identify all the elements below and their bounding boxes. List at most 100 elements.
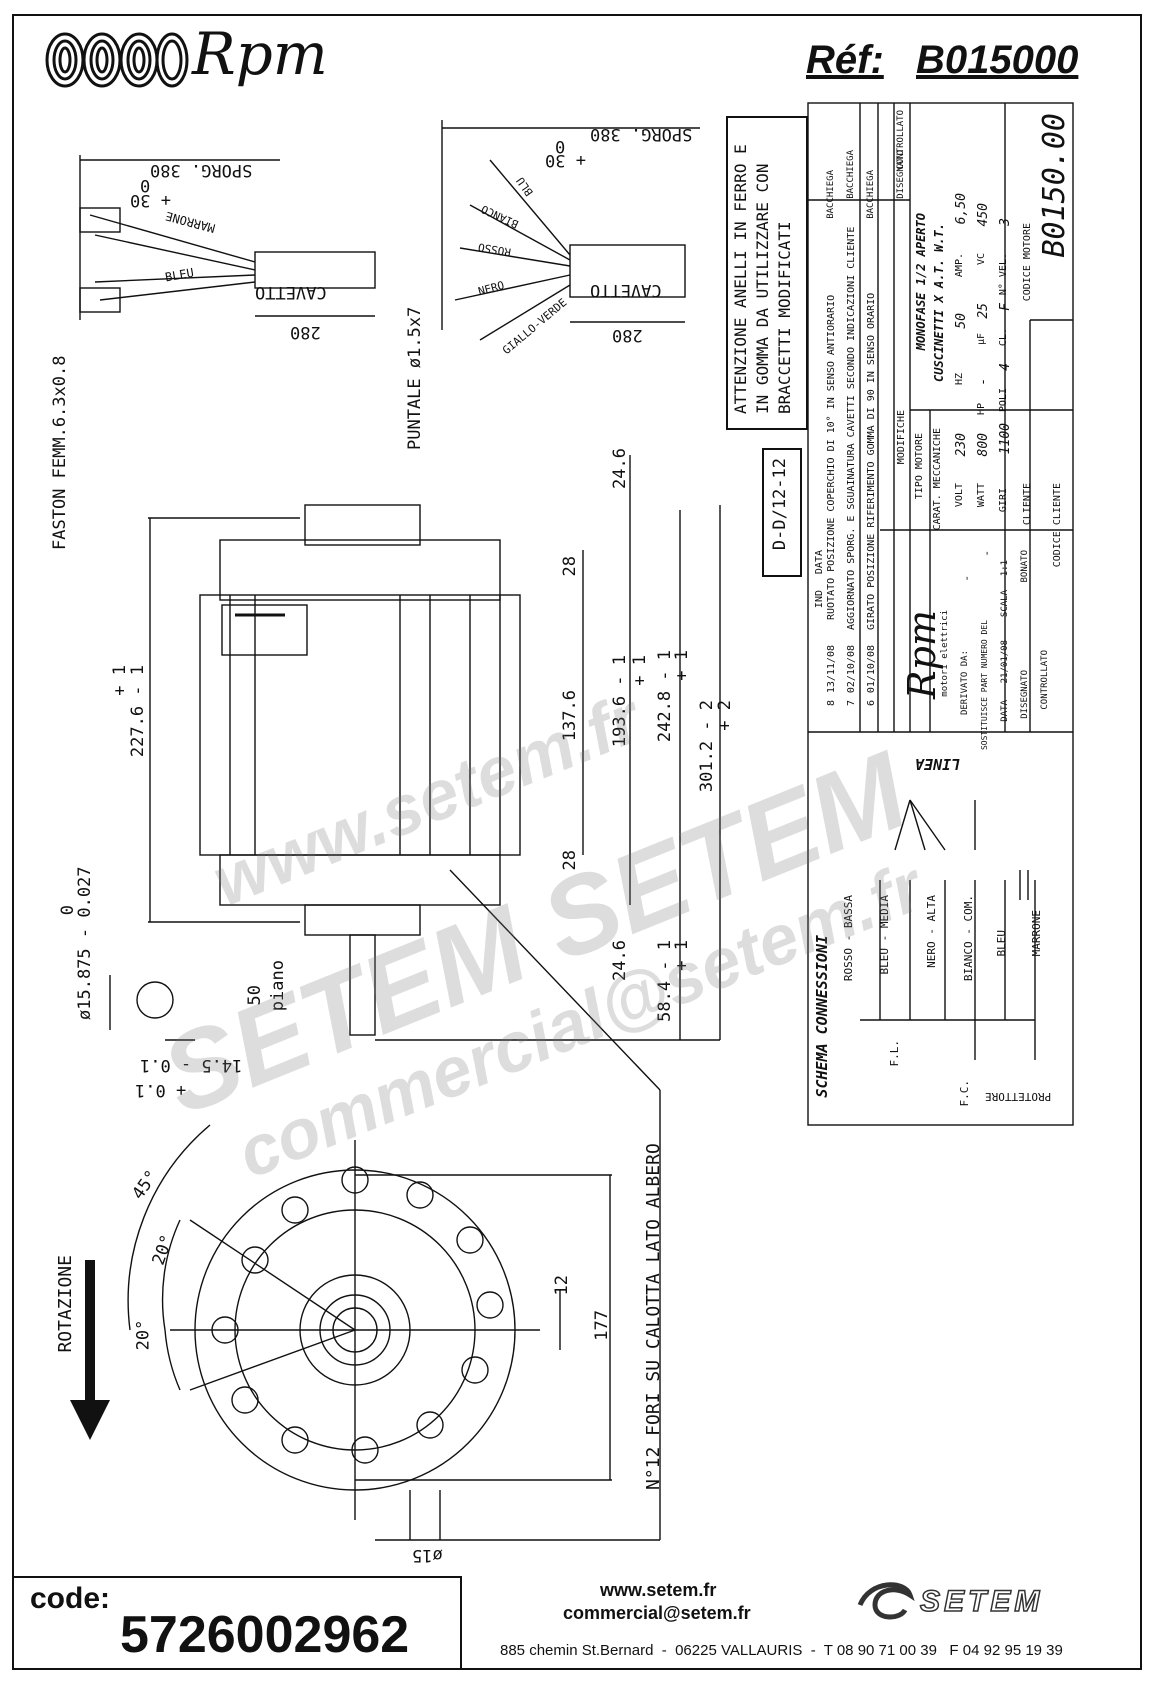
rev-date: 01/10/08 xyxy=(866,645,877,694)
rev-by: BACCHIEGA xyxy=(826,170,836,219)
dim-177: 177 xyxy=(592,1310,612,1341)
dim-227-6: 227.6 - 1 xyxy=(128,665,148,758)
data-label: DATA xyxy=(1000,700,1010,722)
tipo-motore: MONOFASE 1/2 APERTO xyxy=(914,213,928,351)
code-box xyxy=(12,1576,462,1670)
disegnato-value: BONATO xyxy=(1020,550,1030,583)
data-value: 21/01/08 xyxy=(1000,640,1010,684)
vc-value: 450 xyxy=(976,203,991,227)
rpm-logo-text: Rpm xyxy=(192,20,328,88)
schema-fc: F.C. xyxy=(958,1080,971,1107)
rev-desc: RUOTATO POSIZIONE COPERCHIO DI 10° IN SE… xyxy=(826,294,837,620)
rev-ind: 7 xyxy=(846,700,857,707)
rev-by: BACCHIEGA xyxy=(866,170,876,219)
schema-fl: F.L. xyxy=(888,1040,901,1067)
ref-value: B015000 xyxy=(916,38,1079,82)
setem-brand: SETEM xyxy=(919,1584,1044,1619)
dim-242-8-tol: + 1 xyxy=(672,650,692,681)
right-sporg-label: SPORG. 380 xyxy=(590,124,693,144)
shaft-diameter: ø15.875 - 0.027 xyxy=(75,866,95,1020)
warning-text: ATTENZIONE ANELLI IN FERRO E IN GOMMA DA… xyxy=(731,144,794,414)
watt-label: WATT xyxy=(976,483,987,508)
volt-value: 230 xyxy=(954,433,969,457)
dim-301-2-tol: + 2 xyxy=(715,700,735,731)
rotazione-label: ROTAZIONE xyxy=(55,1255,76,1353)
vel-value: 3 xyxy=(998,218,1013,226)
left-cavetto-label: CAVETTO xyxy=(255,282,327,302)
amp-value: 6,50 xyxy=(954,193,969,225)
dim-24-6-top: 24.6 xyxy=(610,448,630,489)
dim-227-6-tol: + 1 xyxy=(110,665,130,696)
left-sporg-tol: + 30 xyxy=(130,190,171,210)
tipo-motore-label: TIPO MOTORE xyxy=(914,433,925,500)
rev-by: BACCHIEGA xyxy=(846,150,856,199)
wire-bleu: BLEU xyxy=(995,930,1008,957)
warning-box: ATTENZIONE ANELLI IN FERRO E IN GOMMA DA… xyxy=(726,116,808,430)
giri-label: GIRI xyxy=(998,488,1009,513)
sostituisce-value: - xyxy=(980,550,993,557)
watt-value: 800 xyxy=(976,433,991,457)
uf-label: µF xyxy=(976,333,987,346)
amp-label: AMP. xyxy=(954,253,965,278)
rev-desc: GIRATO POSIZIONE RIFERIMENTO GOMMA DI 90… xyxy=(866,292,877,630)
drawing-info-block: Rpm motori elettrici DERIVATO DA: - SOST… xyxy=(880,530,1070,750)
faston-label: FASTON FEMM.6.3x0.8 xyxy=(50,355,70,550)
vel-label: N° VEL. xyxy=(998,253,1009,296)
ref-label: Réf: xyxy=(806,38,884,82)
rpm-small-logo: Rpm xyxy=(900,610,944,699)
codice-motore: B0150.00 xyxy=(1037,113,1072,258)
sostituisce-label: SOSTITUISCE PART NUMERO DEL xyxy=(980,620,989,751)
footer-web[interactable]: www.setem.fr xyxy=(600,1580,717,1600)
rev-ind: 6 xyxy=(866,700,877,707)
rev-header-data: DATA xyxy=(814,550,825,575)
rev-ind: 8 xyxy=(826,700,837,707)
motori-elettrici: motori elettrici xyxy=(940,610,950,697)
right-sporg-zero: 0 xyxy=(555,136,566,156)
poli-label: POLI xyxy=(998,388,1009,413)
hp-label: HP xyxy=(976,403,987,416)
hp-value: - xyxy=(976,378,991,386)
rev-header-modifiche: MODIFICHE xyxy=(896,410,907,465)
rev-desc: AGGIORNATO SPORG. E SGUAINATURA CAVETTI … xyxy=(846,226,857,630)
controllato-label: CONTROLLATO xyxy=(1040,650,1050,710)
puntale-label: PUNTALE ø1.5x7 xyxy=(405,306,425,450)
derivato-label: DERIVATO DA: xyxy=(960,650,970,716)
carat-value: CUSCINETTI X A.T. W.T. xyxy=(932,223,946,382)
vc-label: VC xyxy=(976,253,987,266)
rev-date: 13/11/08 xyxy=(826,645,837,694)
dim-d15: ø15 xyxy=(412,1545,443,1565)
wire-bianco-com: BIANCO - COM. xyxy=(962,895,975,982)
cl-label: CL. xyxy=(998,328,1009,347)
footer-email[interactable]: commercial@setem.fr xyxy=(563,1603,751,1623)
dim-28-top: 28 xyxy=(560,556,580,577)
codice-motore-label: CODICE MOTORE xyxy=(1022,223,1033,302)
hz-label: HZ xyxy=(954,373,965,386)
setem-swirl-icon xyxy=(857,1582,915,1620)
dd-code: D-D/12-12 xyxy=(770,458,790,551)
angle-20-bottom: 20° xyxy=(133,1319,154,1351)
scala-label: SCALA xyxy=(1000,590,1010,618)
hz-value: 50 xyxy=(954,313,969,329)
linea-label: LINEA xyxy=(915,755,961,773)
rev-header-ind: IND xyxy=(814,590,825,609)
poli-value: 4 xyxy=(998,363,1013,371)
holes-note: N°12 FORI SU CALOTTA LATO ALBERO xyxy=(643,1143,664,1490)
scala-value: 1:1 xyxy=(1000,560,1010,577)
coil-logo-icon xyxy=(45,32,189,88)
derivato-value: - xyxy=(960,575,973,582)
left-sporg-zero: 0 xyxy=(140,175,151,195)
right-cavetto-label: CAVETTO xyxy=(590,280,662,300)
dim-12: 12 xyxy=(552,1275,572,1296)
giri-value: 1100 xyxy=(998,423,1013,455)
drawing-frame xyxy=(12,14,1142,1670)
dim-193-6-tol: + 1 xyxy=(630,655,650,686)
rev-date: 02/10/08 xyxy=(846,645,857,694)
disegnato-label: DISEGNATO xyxy=(1020,670,1030,719)
left-length: 280 xyxy=(290,322,321,342)
rev-header-controllato: CONTROLLATO xyxy=(896,110,906,170)
left-sporg-label: SPORG. 380 xyxy=(150,160,253,180)
footer-address: 885 chemin St.Bernard - 06225 VALLAURIS … xyxy=(500,1642,1063,1659)
uf-value: 25 xyxy=(976,303,991,319)
right-sporg-tol: + 30 xyxy=(545,150,586,170)
